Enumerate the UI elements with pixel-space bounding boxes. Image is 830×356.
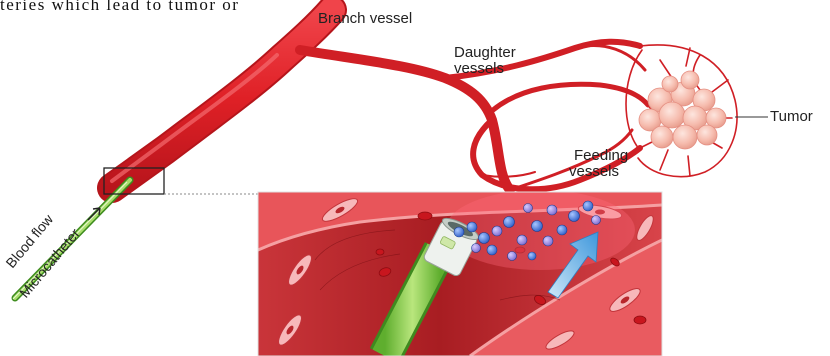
branch-vessel [112,10,332,188]
daughter-vessels-label-line2: vessels [454,61,504,77]
tumor-label: Tumor [770,109,813,125]
tumor-mass [639,71,726,149]
magnified-inset [258,190,662,356]
daughter-vessels-label-line1: Daughter [454,45,516,61]
feeding-vessels-label-line2: vessels [569,164,619,180]
feeding-vessels-label-line1: Feeding [574,148,628,164]
branch-vessel-label: Branch vessel [318,11,412,27]
